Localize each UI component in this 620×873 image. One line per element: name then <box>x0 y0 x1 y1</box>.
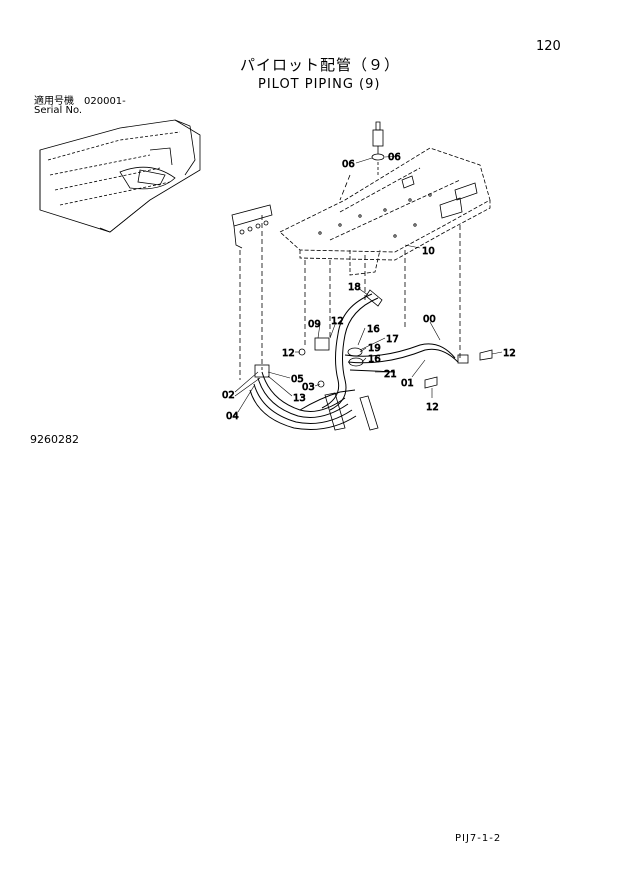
fittings <box>254 289 493 431</box>
serial-label-en: Serial No. <box>34 105 83 116</box>
page-number: 120 <box>536 39 561 54</box>
top-fitting <box>371 121 385 175</box>
callout-18: 18 <box>348 282 361 293</box>
callout-09: 09 <box>308 319 321 330</box>
floor-plate <box>279 147 491 276</box>
callout-00: 00 <box>423 314 436 325</box>
serial-label-jp: 適用号機 020001- <box>34 96 126 107</box>
callout-19: 19 <box>368 343 381 354</box>
callout-10: 10 <box>422 246 435 257</box>
callout-12b: 12 <box>503 348 516 359</box>
machine-overview-inset <box>39 119 201 233</box>
callout-06a: 06 <box>342 159 355 170</box>
page-code: PIJ7-1-2 <box>455 833 502 844</box>
callout-05: 05 <box>291 374 304 385</box>
page-title-en: PILOT PIPING (9) <box>258 77 381 92</box>
callout-12c: 12 <box>282 348 295 359</box>
guide-lines <box>239 174 461 380</box>
callout-13: 13 <box>293 393 306 404</box>
callout-06b: 06 <box>388 152 401 163</box>
callout-16b: 16 <box>368 354 381 365</box>
callout-02: 02 <box>222 390 235 401</box>
callout-17: 17 <box>386 334 399 345</box>
callout-03: 03 <box>302 382 315 393</box>
callout-01: 01 <box>401 378 414 389</box>
figure-number: 9260282 <box>30 433 79 446</box>
left-bracket <box>231 204 273 249</box>
floor-plate-details <box>318 175 478 238</box>
hose-bundle <box>249 293 459 430</box>
callout-16a: 16 <box>367 324 380 335</box>
callout-12d: 12 <box>426 402 439 413</box>
page-title-jp: パイロット配管（９） <box>240 56 401 74</box>
callout-21: 21 <box>384 369 397 380</box>
leader-lines <box>234 155 503 413</box>
callout-12a: 12 <box>331 316 344 327</box>
callout-04: 04 <box>226 411 239 422</box>
